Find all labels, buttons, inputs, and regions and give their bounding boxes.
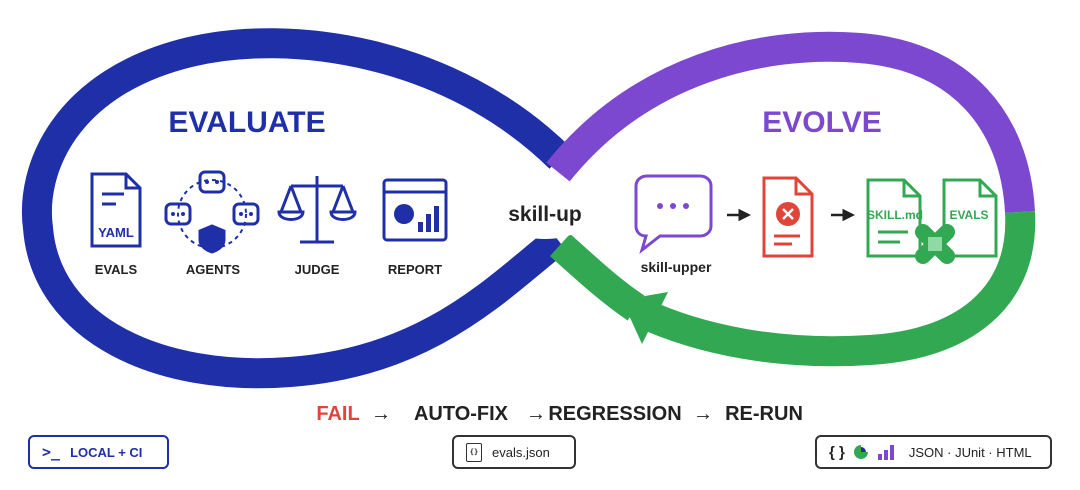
evolve-loop-bottom	[633, 211, 1036, 367]
evolve-title: EVOLVE	[762, 106, 881, 139]
agent-eyes	[171, 180, 253, 216]
pipeline-arrow: →	[371, 403, 391, 425]
report-chart-icon	[382, 178, 448, 242]
evaluate-loop	[22, 28, 571, 389]
bandage-icon	[914, 223, 956, 265]
skill-file-label: SKILL.md	[867, 208, 923, 222]
step-label-evals: EVALS	[95, 262, 138, 277]
yaml-icon-text: YAML	[98, 225, 134, 240]
step-label-agents: AGENTS	[186, 262, 241, 277]
terminal-icon: >_	[42, 443, 61, 461]
center-badge	[497, 187, 593, 239]
agent-label: skill-upper	[641, 259, 712, 275]
evals-json-label: evals.json	[492, 444, 550, 460]
judge-scales-icon	[277, 176, 357, 244]
pie-chart-icon	[853, 445, 868, 459]
json-file-icon: {}	[466, 442, 482, 462]
pipeline-step-auto-fix: AUTO-FIX	[414, 403, 509, 425]
agents-network-icon	[164, 170, 260, 254]
evals-file-label: EVALS	[949, 208, 988, 222]
chat-bubble-icon	[634, 174, 713, 255]
output-formats-label: JSON · JUnit · HTML	[908, 444, 1032, 460]
bar-chart-icon	[877, 445, 894, 460]
evals-json-badge: {} evals.json	[452, 435, 576, 469]
local-ci-badge: >_ LOCAL + CI	[28, 435, 169, 469]
center-label: skill-up	[508, 203, 582, 226]
yaml-file-icon	[90, 172, 142, 248]
evolve-loop-top	[546, 31, 1035, 214]
pipeline-step-regression: REGRESSION	[548, 403, 681, 425]
output-formats-badge: { } JSON · JUnit · HTML	[815, 435, 1052, 469]
pipeline-arrow: →	[526, 403, 546, 425]
pipeline-arrow: →	[693, 403, 713, 425]
loop-arrowhead	[622, 292, 668, 344]
evaluate-title: EVALUATE	[168, 106, 325, 139]
failed-file-icon	[762, 176, 814, 258]
step-label-report: REPORT	[388, 262, 442, 277]
braces-icon: { }	[829, 443, 845, 461]
evolve-return-segment	[549, 233, 645, 321]
pipeline-step-re-run: RE-RUN	[725, 403, 803, 425]
local-ci-label: LOCAL + CI	[70, 444, 143, 460]
pipeline-step-fail: FAIL	[316, 403, 359, 425]
step-label-judge: JUDGE	[295, 262, 340, 277]
